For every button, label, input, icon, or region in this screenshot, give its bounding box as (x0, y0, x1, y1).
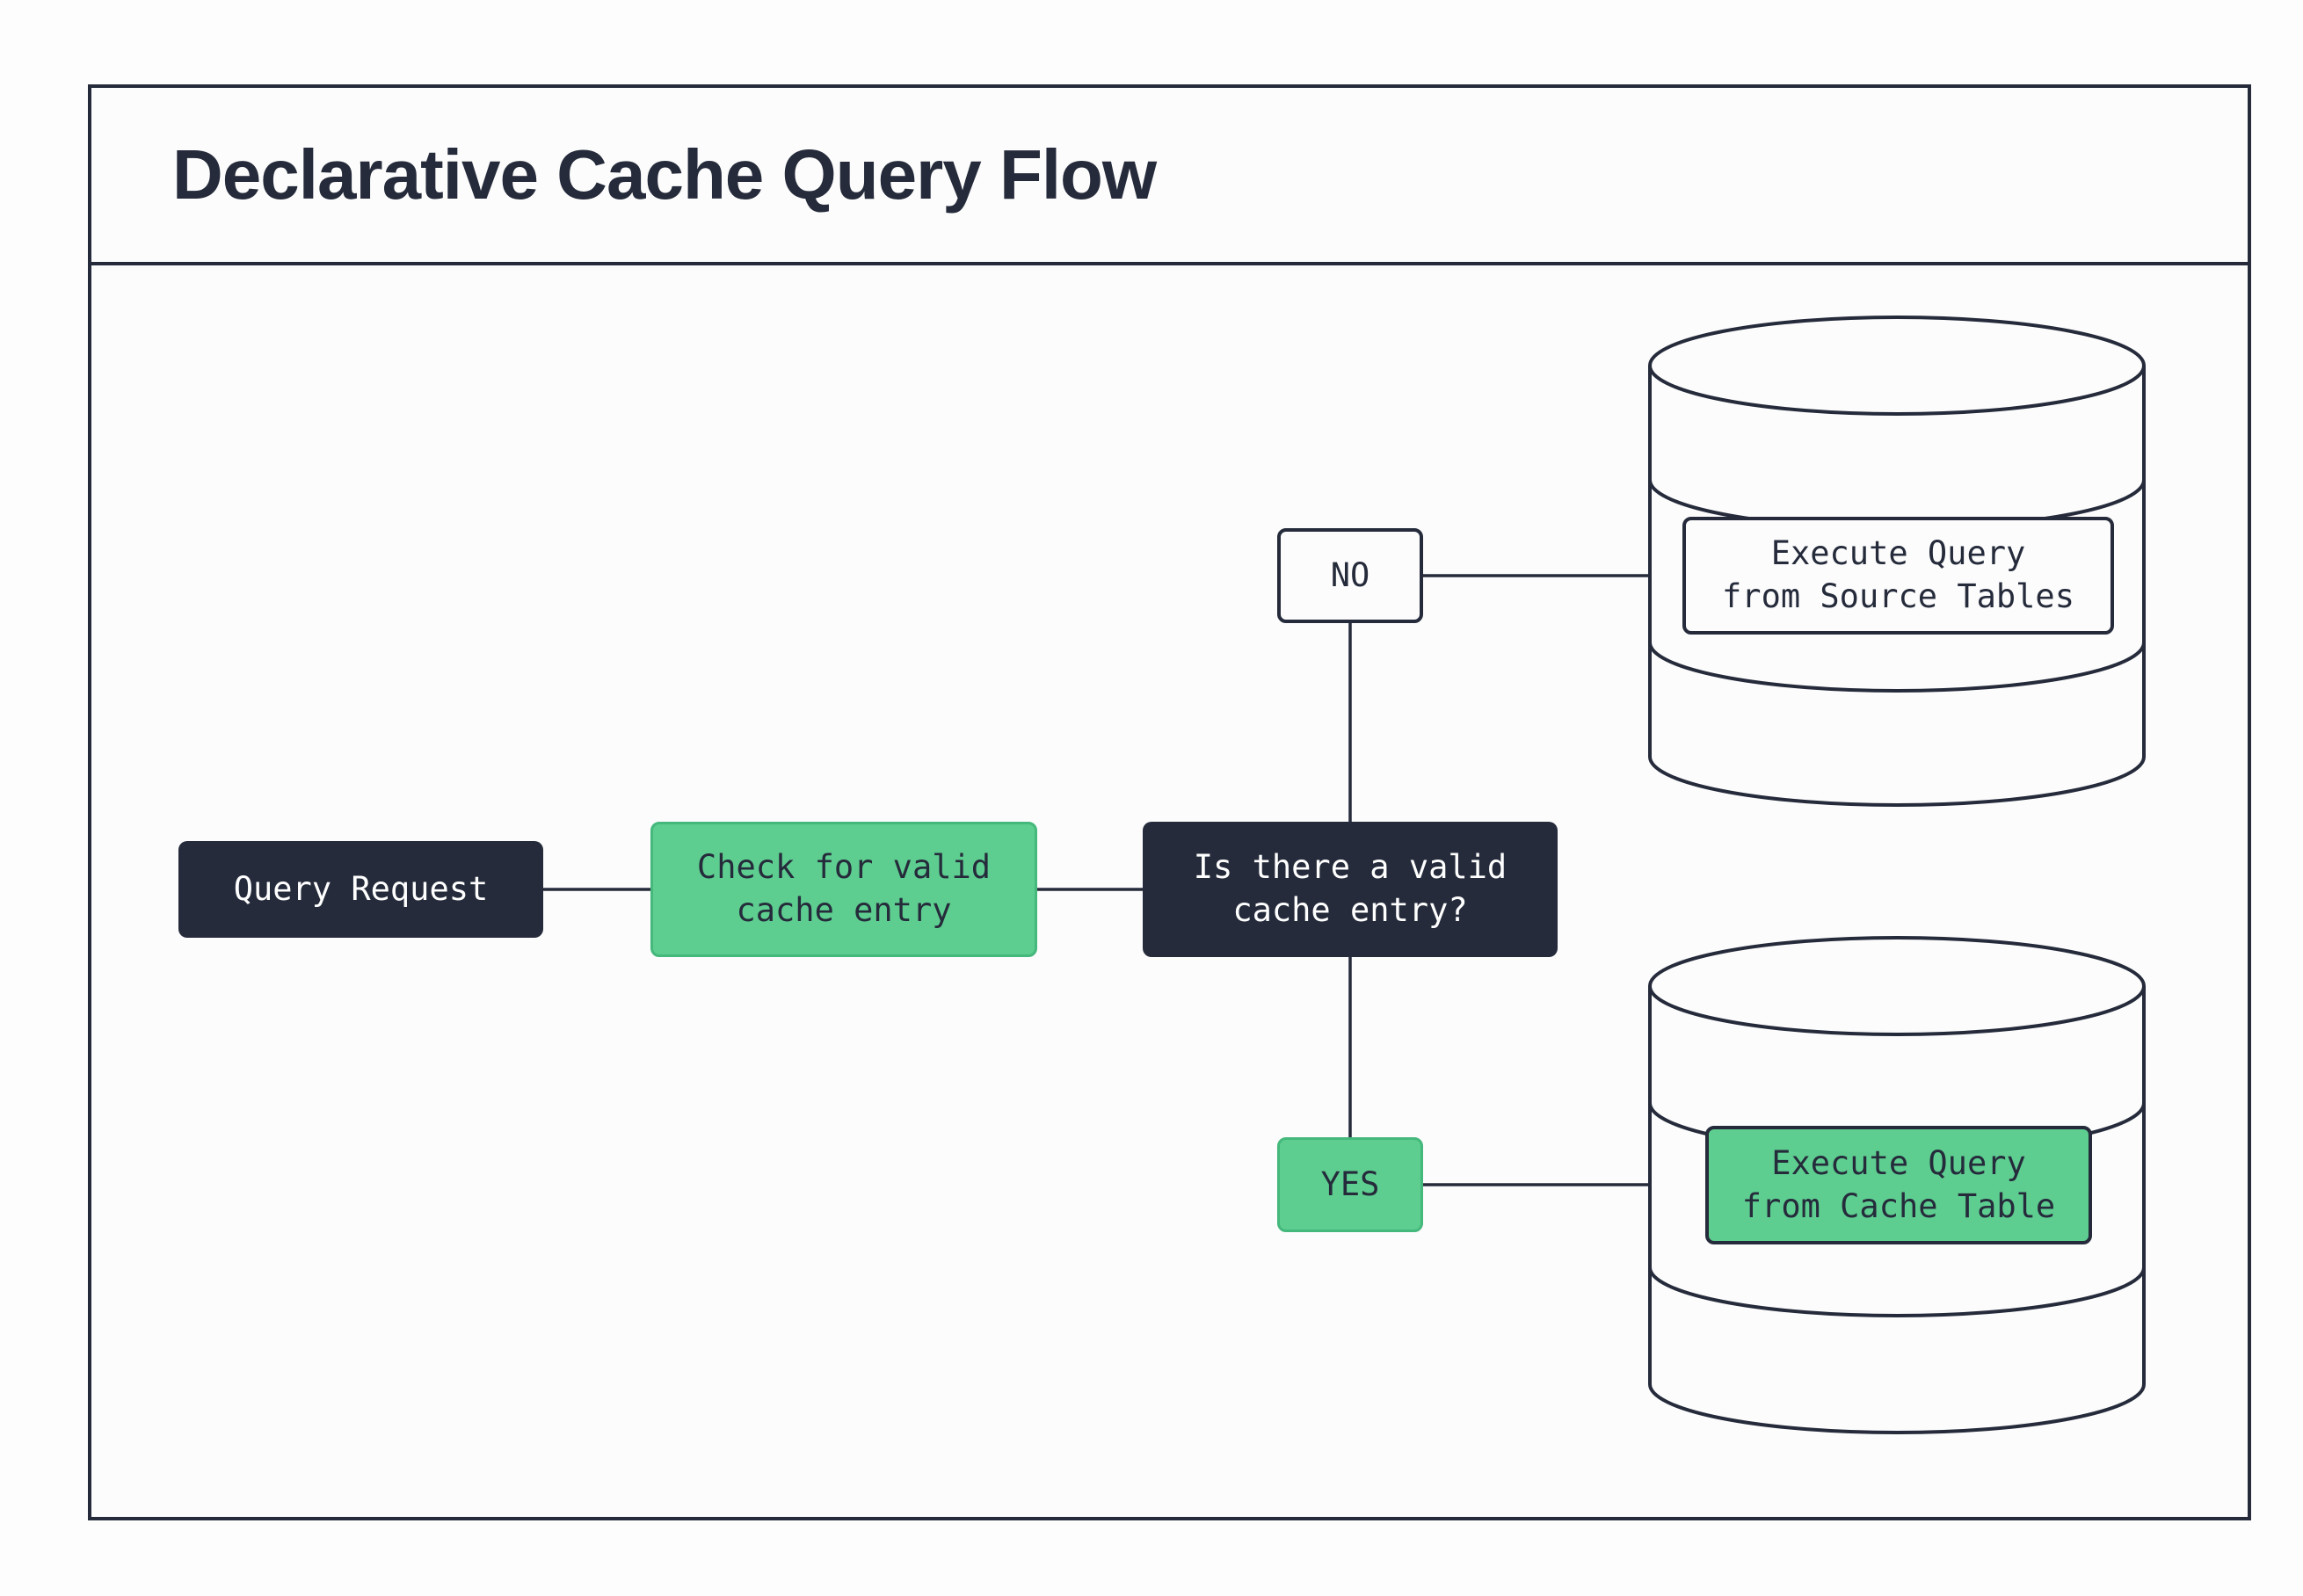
title-bar: Declarative Cache Query Flow (91, 88, 2248, 265)
cache-db-label-node: Execute Query from Cache Table (1705, 1126, 2092, 1244)
diagram-title: Declarative Cache Query Flow (172, 135, 1157, 214)
decision-node: Is there a valid cache entry? (1143, 822, 1558, 957)
branch-no-node: NO (1277, 528, 1423, 623)
source-db-label-node: Execute Query from Source Tables (1682, 517, 2114, 635)
query-request-node: Query Request (178, 841, 543, 938)
branch-yes-node: YES (1277, 1137, 1423, 1232)
source-db-top-ellipse (1648, 365, 2146, 416)
check-cache-node: Check for valid cache entry (650, 822, 1037, 957)
source-db-seam-2 (1648, 642, 2146, 693)
cache-db-seam-2 (1648, 1266, 2146, 1317)
cache-db-top-ellipse (1648, 985, 2146, 1036)
